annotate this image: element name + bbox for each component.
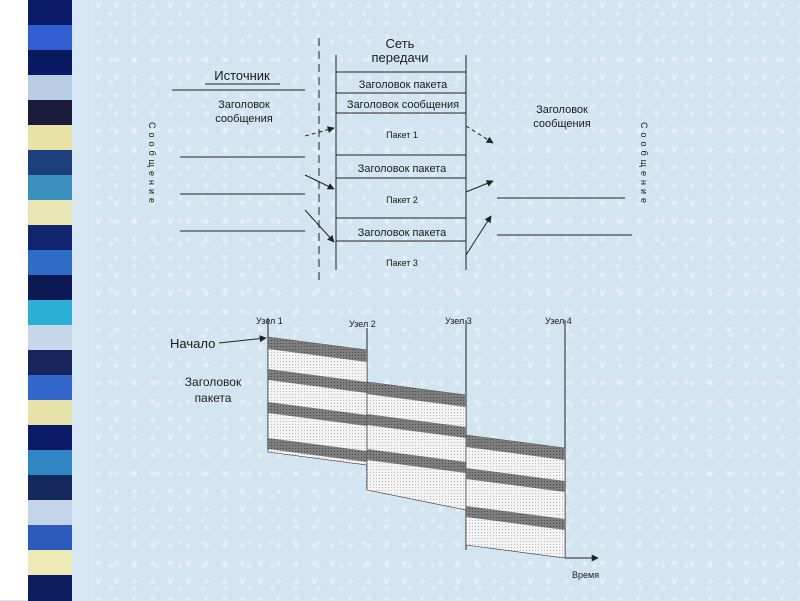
packet-header-band xyxy=(268,369,367,393)
strip-block xyxy=(28,125,72,151)
strip-block xyxy=(28,550,72,576)
strip-block xyxy=(28,275,72,301)
dest-header-line2: сообщения xyxy=(533,118,590,130)
strip-block xyxy=(28,250,72,276)
strip-block xyxy=(28,300,72,326)
start-arrow xyxy=(218,335,267,344)
strip-block xyxy=(28,0,72,26)
node4-label: Узел 4 xyxy=(545,316,572,326)
packet-header-band xyxy=(367,449,466,473)
arrow-to-network-2 xyxy=(304,174,335,190)
packet-header-band xyxy=(268,438,367,462)
time-label: Время xyxy=(572,570,599,580)
packet-header-band xyxy=(466,435,565,460)
message-vertical-left: Сообщение xyxy=(147,122,157,207)
strip-block xyxy=(28,100,72,126)
source-header-line2: сообщения xyxy=(215,113,272,125)
strip-block xyxy=(28,200,72,226)
packet2-label: Пакет 2 xyxy=(386,195,418,205)
message-switching-diagram: Источник Заголовок сообщения Сообщение С… xyxy=(147,36,649,285)
packet1-label: Пакет 1 xyxy=(386,130,418,140)
packet-timing-diagram: Узел 1 Узел 2 Узел 3 Узел 4 Время Начало… xyxy=(170,316,599,580)
strip-block xyxy=(28,325,72,351)
start-label: Начало xyxy=(170,336,215,351)
packet-header-label-line1: Заголовок xyxy=(185,375,242,389)
packet-header-band xyxy=(268,337,367,362)
arrow-to-network-3 xyxy=(304,209,335,243)
arrow-to-dest-1 xyxy=(465,125,494,144)
network-title-line2: передачи xyxy=(371,50,428,65)
strip-block xyxy=(28,50,72,76)
strip-block xyxy=(28,500,72,526)
strip-block xyxy=(28,525,72,551)
strip-block xyxy=(28,425,72,451)
source-title: Источник xyxy=(214,68,270,83)
message-vertical-right: Сообщение xyxy=(639,122,649,207)
node2-label: Узел 2 xyxy=(349,319,376,329)
arrow-to-dest-2 xyxy=(465,180,494,193)
dest-header-line1: Заголовок xyxy=(536,104,588,116)
arrow-to-network-1 xyxy=(304,126,335,137)
packet3-label: Пакет 3 xyxy=(386,258,418,268)
strip-block xyxy=(28,225,72,251)
packet-header-band xyxy=(367,382,466,407)
source-header-line1: Заголовок xyxy=(218,99,270,111)
strip-block xyxy=(28,350,72,376)
packet-header-top: Заголовок пакета xyxy=(359,79,448,91)
strip-block xyxy=(28,375,72,401)
node3-label: Узел 3 xyxy=(445,316,472,326)
strip-block xyxy=(28,150,72,176)
packet-header-band xyxy=(466,468,565,492)
packet-header-3: Заголовок пакета xyxy=(358,227,447,239)
strip-block xyxy=(28,450,72,476)
node1-label: Узел 1 xyxy=(256,316,283,326)
slide-margin xyxy=(0,0,28,600)
packet-header-band xyxy=(466,506,565,530)
packet-header-band xyxy=(268,402,367,426)
decorative-strip xyxy=(28,0,72,601)
strip-block xyxy=(28,75,72,101)
network-title-line1: Сеть xyxy=(386,36,415,51)
packet-header-label-line2: пакета xyxy=(195,391,232,405)
strip-block xyxy=(28,25,72,51)
packet-header-band xyxy=(367,414,466,438)
packet-header-2: Заголовок пакета xyxy=(358,163,447,175)
strip-block xyxy=(28,475,72,501)
arrow-to-dest-3 xyxy=(465,215,492,256)
strip-block xyxy=(28,175,72,201)
message-header-mid: Заголовок сообщения xyxy=(347,99,459,111)
strip-block xyxy=(28,400,72,426)
strip-block xyxy=(28,575,72,601)
